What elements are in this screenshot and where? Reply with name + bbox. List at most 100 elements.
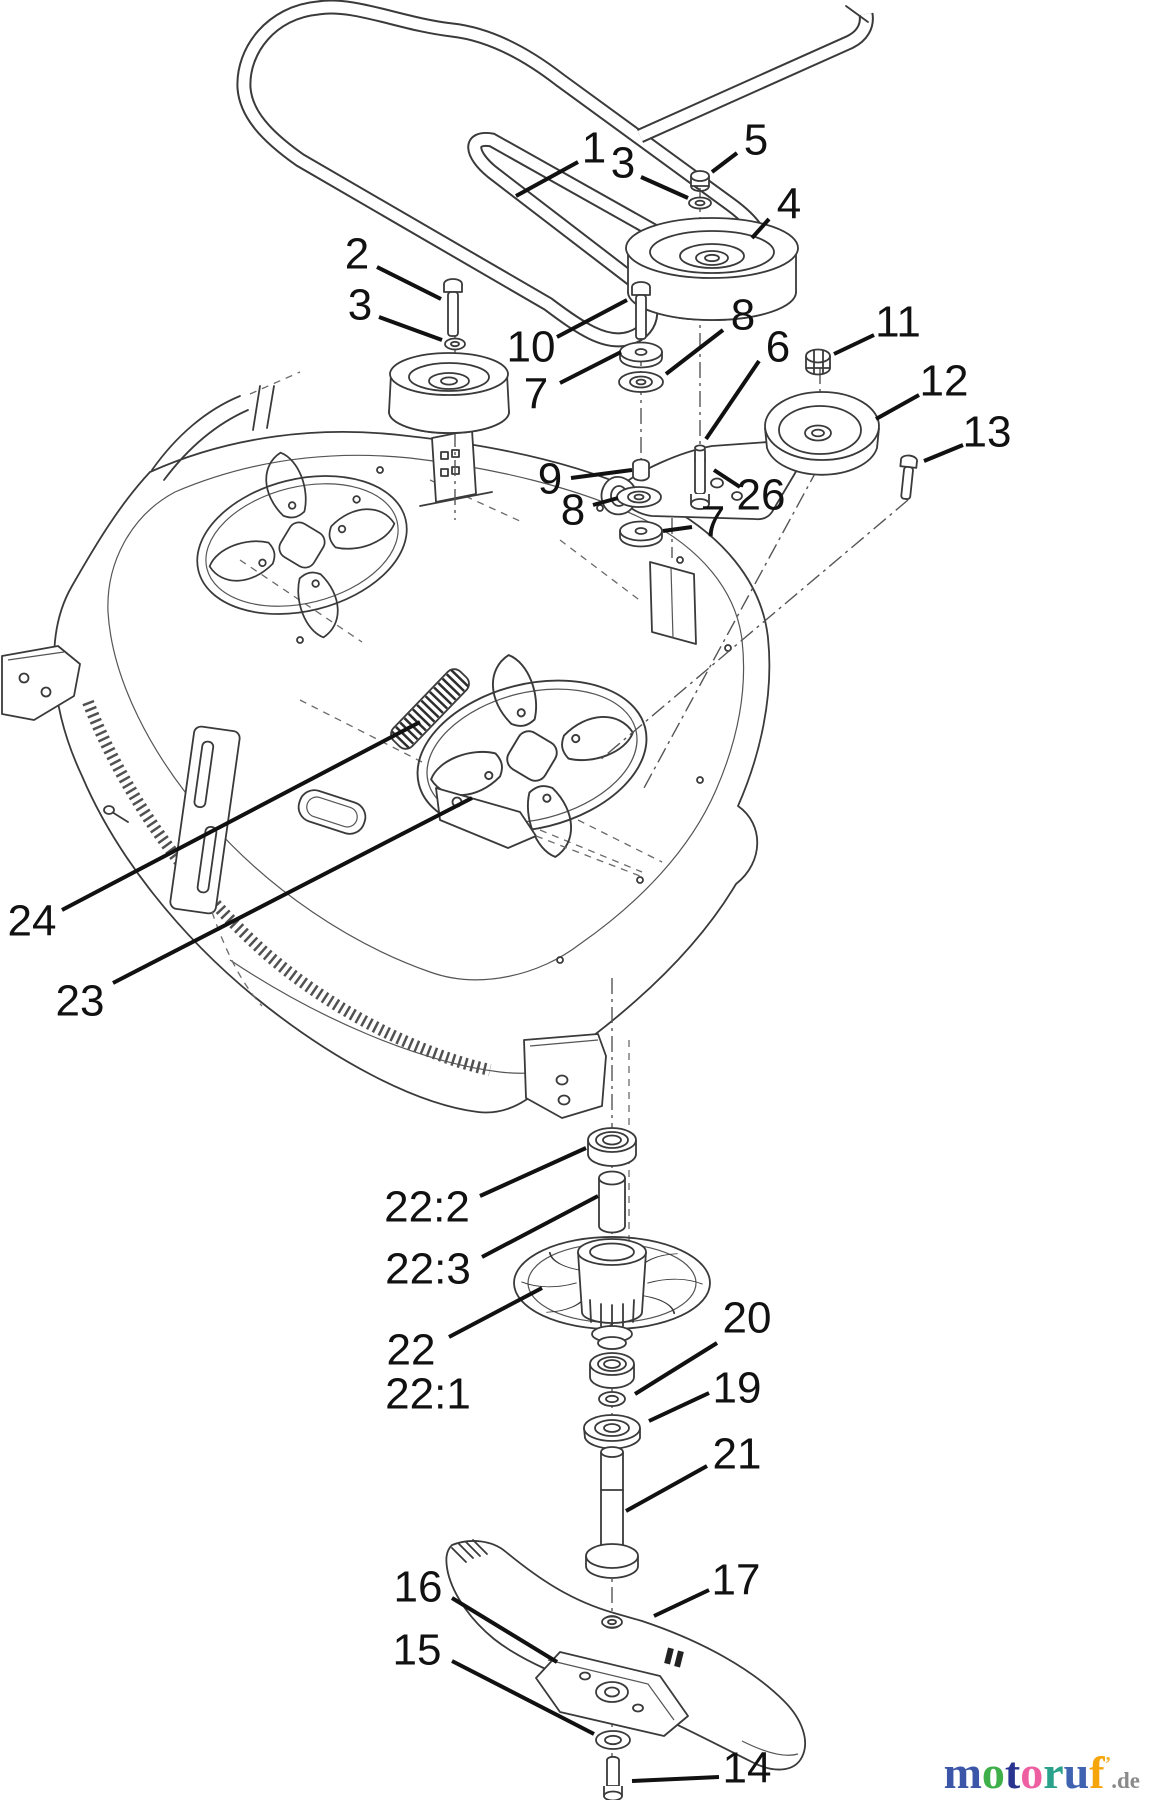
part-label-8b: 8 [561, 486, 585, 535]
part-label-4: 4 [777, 180, 801, 229]
deck-edge-screw [103, 805, 129, 823]
leader-line-2 [376, 265, 442, 301]
leader-line-13 [923, 443, 964, 463]
motoruf-logo[interactable]: motoruf’.de [944, 1750, 1140, 1796]
flat-idler-pulley-12 [764, 391, 880, 476]
washer-8-lower [616, 486, 662, 508]
mower-blade-17 [445, 1539, 806, 1771]
part-label-2: 2 [345, 230, 369, 279]
washer-8-upper [618, 371, 664, 393]
logo-letter: t [1004, 1747, 1021, 1798]
part-label-10: 10 [507, 323, 556, 372]
logo-letter: m [943, 1747, 982, 1798]
leader-line-14 [631, 1775, 720, 1783]
logo-suffix: .de [1111, 1768, 1140, 1793]
spindle-shaft-21 [585, 1446, 639, 1579]
leader-line-1 [515, 160, 579, 198]
part-label-17: 17 [712, 1556, 761, 1605]
part-label-22-2: 22:2 [384, 1183, 470, 1232]
part-label-9: 9 [538, 455, 562, 504]
washer-3-center [688, 196, 712, 210]
leader-line-8b [592, 496, 619, 507]
nut-11 [805, 348, 831, 376]
idler-pulley-left [388, 352, 510, 434]
mower-deck-housing [53, 371, 771, 1114]
part-label-3a: 3 [611, 139, 635, 188]
spindle-housing-22 [514, 1237, 710, 1350]
logo-trademark: ’ [1104, 1753, 1112, 1775]
bolt-2 [443, 278, 463, 337]
part-label-26: 26 [737, 471, 786, 520]
leader-line-17 [653, 1588, 710, 1618]
leader-line-7b [662, 525, 693, 533]
leader-line-3b [378, 315, 443, 342]
leader-line-5 [710, 151, 739, 174]
part-label-19: 19 [713, 1364, 762, 1413]
part-label-6: 6 [766, 323, 790, 372]
part-label-12: 12 [920, 357, 969, 406]
idler-spring [390, 668, 470, 750]
v-belt [236, 0, 874, 348]
leader-line-22-2 [479, 1146, 587, 1198]
logo-word: motoruf [944, 1747, 1105, 1798]
leader-line-4 [750, 217, 771, 240]
part-label-3b: 3 [348, 281, 372, 330]
logo-letter: o [1020, 1747, 1044, 1798]
leader-line-21 [625, 1464, 708, 1513]
part-label-7b: 7 [701, 498, 725, 547]
part-label-22: 22 [387, 1326, 436, 1375]
part-label-21: 21 [713, 1430, 762, 1479]
logo-letter: o [981, 1747, 1005, 1798]
part-label-5: 5 [744, 116, 768, 165]
leader-line-20 [633, 1341, 719, 1396]
washer-3-left [444, 337, 466, 351]
part-label-8a: 8 [731, 291, 755, 340]
leader-line-3a [640, 175, 689, 200]
leader-line-8a [664, 328, 725, 376]
leader-line-22-3 [481, 1194, 599, 1259]
leader-line-19 [648, 1391, 710, 1423]
part-label-23: 23 [56, 977, 105, 1026]
washer-7-upper [619, 341, 663, 369]
part-label-16: 16 [394, 1563, 443, 1612]
part-label-7a: 7 [524, 370, 548, 419]
part-label-22-3: 22:3 [385, 1245, 471, 1294]
bolt-10 [631, 281, 651, 340]
leader-line-24 [61, 720, 421, 912]
leader-line-10 [556, 298, 628, 339]
leader-line-15 [451, 1659, 595, 1736]
leader-line-16 [450, 1596, 559, 1664]
cupped-washer-19 [583, 1414, 641, 1450]
leader-line-22 [448, 1286, 543, 1339]
bolt-13 [899, 454, 918, 500]
leader-line-12 [875, 393, 920, 421]
spindle-hanger-bracket [523, 1033, 607, 1119]
bolt-14 [603, 1755, 623, 1800]
spacer-22-3 [598, 1170, 626, 1234]
logo-letter: r [1043, 1747, 1064, 1798]
deck-handhold-cutout [297, 789, 367, 835]
belt-keeper-bracket [649, 518, 697, 645]
leader-lines [61, 151, 964, 1783]
spacer-9 [632, 458, 650, 482]
part-label-11: 11 [875, 298, 921, 347]
part-label-22-1: 22:1 [385, 1370, 471, 1419]
washer-15 [595, 1730, 631, 1750]
deck-spider-center [416, 654, 648, 858]
logo-letter: f [1089, 1747, 1105, 1798]
part-label-1: 1 [582, 124, 606, 173]
part-label-14: 14 [723, 1744, 772, 1793]
leader-line-9 [570, 468, 633, 480]
leader-line-23 [112, 796, 473, 985]
washer-blade-center [601, 1615, 623, 1629]
bearing-22-2 [587, 1127, 637, 1167]
part-label-24: 24 [8, 897, 57, 946]
deck-spider-left [196, 451, 408, 639]
part-label-20: 20 [723, 1294, 772, 1343]
leader-line-11 [833, 333, 875, 356]
washer-7-lower [619, 520, 663, 548]
bolt-26 [690, 444, 710, 510]
